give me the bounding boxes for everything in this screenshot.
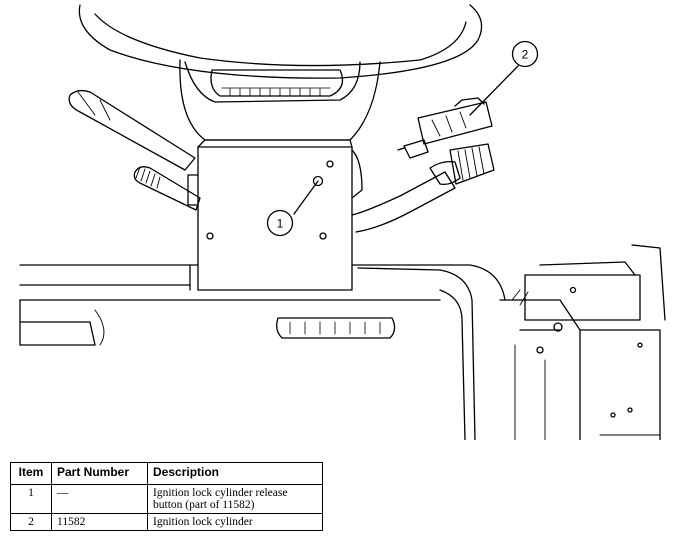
table-row: 2 11582 Ignition lock cylinder	[10, 513, 323, 531]
right-side-structure	[499, 244, 666, 440]
row-item: 2	[10, 513, 52, 531]
header-part-number: Part Number	[51, 462, 148, 485]
row-description: Ignition lock cylinder	[147, 513, 323, 531]
table-header-row: Item Part Number Description	[10, 462, 323, 485]
row-part-number: —	[51, 484, 148, 514]
header-description: Description	[147, 462, 323, 485]
callout-2: 2	[469, 40, 539, 116]
header-item: Item	[10, 462, 52, 485]
steering-column-illustration: 1 2	[19, 4, 666, 440]
row-item: 1	[10, 484, 52, 514]
row-part-number: 11582	[51, 513, 148, 531]
column-shroud	[187, 139, 363, 291]
callout-1-label: 1	[277, 217, 284, 231]
callout-1: 1	[266, 180, 319, 237]
multifunction-stalk	[68, 89, 201, 211]
release-button	[312, 175, 324, 187]
table-row: 1 — Ignition lock cylinder release butto…	[10, 484, 323, 514]
row-description: Ignition lock cylinder release button (p…	[147, 484, 323, 514]
parts-table: Item Part Number Description 1 — Ignitio…	[10, 462, 323, 531]
right-stalk	[351, 143, 495, 233]
steering-wheel	[78, 4, 483, 141]
ignition-lock-cylinder	[397, 97, 493, 159]
dashboard-lower	[19, 264, 506, 440]
callout-2-label: 2	[522, 48, 529, 62]
